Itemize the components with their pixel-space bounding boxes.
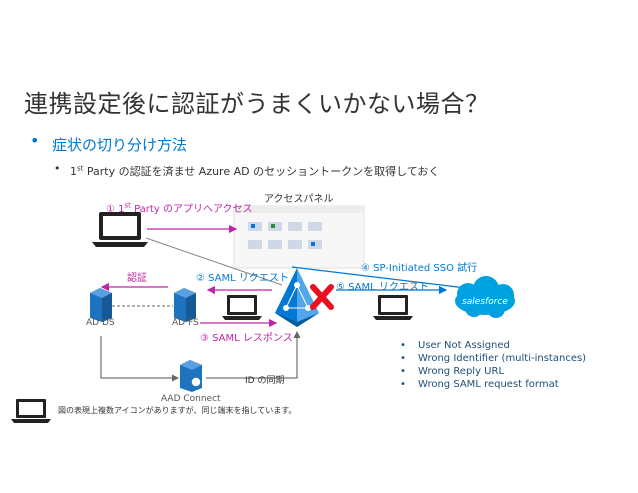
main-bullet: 症状の切り分け方法 (52, 136, 188, 154)
salesforce-logo: salesforce (455, 276, 515, 318)
step5-label: ⑤ SAML リクエスト (336, 282, 429, 293)
laptop-icon (222, 295, 262, 320)
slide-title: 連携設定後に認証がうまくいかない場合？ (24, 90, 490, 118)
step2-label: ② SAML リクエスト (196, 273, 289, 284)
auth-label: 認証 (127, 273, 147, 284)
ad-ds-server-icon (90, 288, 112, 322)
list-item: •Wrong SAML request format (400, 379, 559, 390)
adds-sync-line (100, 336, 179, 382)
ad-fs-label: AD FS (172, 318, 199, 328)
access-panel-label: アクセスパネル (264, 194, 334, 205)
aad-connect-server-icon (180, 360, 202, 392)
list-item: •User Not Assigned (400, 340, 510, 351)
svg-text:salesforce: salesforce (462, 297, 508, 307)
access-panel-screenshot (233, 205, 365, 269)
step3-label: ③ SAML レスポンス (200, 333, 293, 344)
laptop-icon (11, 399, 51, 423)
list-item: •Wrong Identifier (multi-instances) (400, 353, 587, 364)
id-sync-line (206, 331, 301, 379)
ad-fs-server-icon (174, 288, 196, 322)
aad-connect-label: AAD Connect (161, 394, 221, 404)
failure-x-icon (310, 284, 334, 310)
issue-list: •User Not Assigned •Wrong Identifier (mu… (400, 339, 586, 391)
sub-bullet-dot: • (54, 162, 61, 175)
footnote: 図の表現上複数アイコンがありますが、同じ端末を指しています。 (58, 406, 297, 415)
ad-ds-label: AD DS (86, 318, 115, 328)
list-item: •Wrong Reply URL (400, 366, 505, 377)
azure-ad-icon (275, 268, 319, 327)
step1-label: ① 1st Party のアプリへアクセス (106, 201, 253, 215)
laptop-icon (373, 295, 413, 320)
bullet-dot: • (30, 131, 40, 150)
laptop-icon (92, 212, 148, 247)
step4-arrow (291, 266, 476, 293)
id-sync-label: ID の同期 (245, 376, 285, 386)
step4-label: ④ SP-Initiated SSO 試行 (361, 263, 478, 274)
sub-bullet: 1st Party の認証を済ませ Azure AD のセッショントークンを取得… (70, 164, 440, 178)
